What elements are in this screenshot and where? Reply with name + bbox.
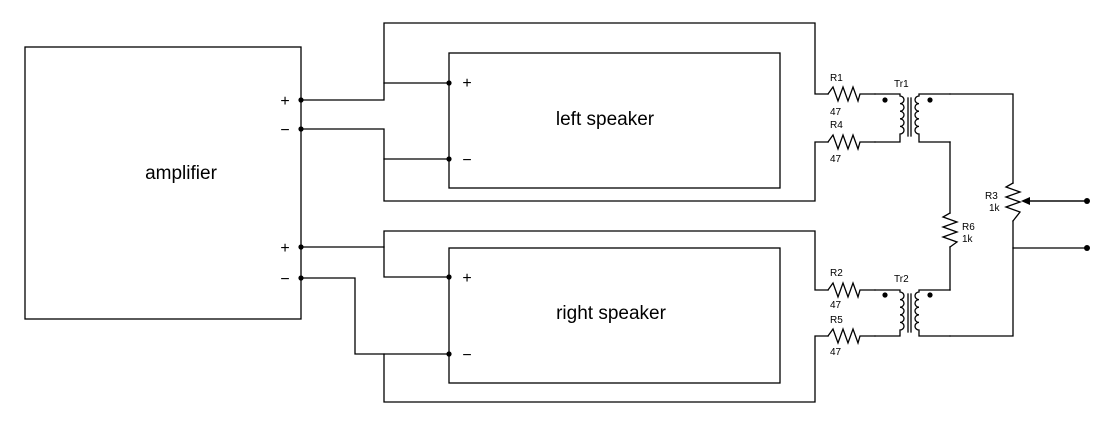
amp-left-minus: − <box>280 122 289 139</box>
left-speaker-block <box>448 52 781 189</box>
resistor-r5: R5 47 <box>827 315 876 358</box>
resistor-r4: R4 47 <box>827 120 876 165</box>
svg-text:47: 47 <box>830 300 842 311</box>
svg-text:R1: R1 <box>830 73 843 84</box>
junction <box>298 97 304 103</box>
junction <box>446 274 452 280</box>
wire-tr2-bottom-to-r3 <box>949 220 1014 337</box>
wire-right-plus-sense <box>383 230 829 291</box>
wire-left-minus <box>300 128 450 160</box>
resistor-r2: R2 47 <box>827 268 876 311</box>
wire-right-minus <box>300 277 450 355</box>
resistor-r1: R1 47 <box>827 73 876 118</box>
junction <box>446 156 452 162</box>
output-terminal-ground <box>1084 245 1090 251</box>
svg-text:R5: R5 <box>830 315 843 326</box>
wire-left-minus-sense <box>383 141 829 202</box>
svg-text:Tr1: Tr1 <box>894 79 909 90</box>
transformer-tr1: Tr1 <box>874 79 951 143</box>
svg-text:R6: R6 <box>962 222 975 233</box>
left-spk-minus: − <box>462 152 471 169</box>
left-speaker-label: left speaker <box>556 109 655 130</box>
amp-right-plus: + <box>280 240 289 257</box>
junction <box>298 275 304 281</box>
svg-text:47: 47 <box>830 347 842 358</box>
right-spk-plus: + <box>462 270 471 287</box>
svg-text:1k: 1k <box>962 234 974 245</box>
left-spk-plus: + <box>462 75 471 92</box>
right-speaker-block <box>448 247 781 384</box>
wire-left-plus <box>300 82 450 101</box>
amp-right-minus: − <box>280 271 289 288</box>
svg-text:R4: R4 <box>830 120 843 131</box>
junction <box>298 126 304 132</box>
amp-left-plus: + <box>280 93 289 110</box>
right-spk-minus: − <box>462 347 471 364</box>
svg-text:R2: R2 <box>830 268 843 279</box>
junction <box>446 80 452 86</box>
svg-text:R3: R3 <box>985 191 998 202</box>
right-speaker-label: right speaker <box>556 303 667 324</box>
wire-left-plus-sense <box>383 22 829 95</box>
wire-tr1-top-to-r3 <box>949 93 1014 184</box>
junction <box>298 244 304 250</box>
output-terminal-wiper <box>1084 198 1090 204</box>
wire-right-plus <box>300 246 450 278</box>
wire-right-minus-sense <box>383 335 829 403</box>
amplifier-label: amplifier <box>145 163 217 184</box>
svg-text:1k: 1k <box>989 203 1001 214</box>
transformer-tr2: Tr2 <box>874 274 951 337</box>
svg-text:47: 47 <box>830 154 842 165</box>
potentiometer-r3: R3 1k <box>985 182 1088 222</box>
svg-text:47: 47 <box>830 107 842 118</box>
svg-text:Tr2: Tr2 <box>894 274 909 285</box>
junction <box>446 351 452 357</box>
resistor-r6: R6 1k <box>941 212 975 248</box>
amplifier-block <box>24 46 302 320</box>
